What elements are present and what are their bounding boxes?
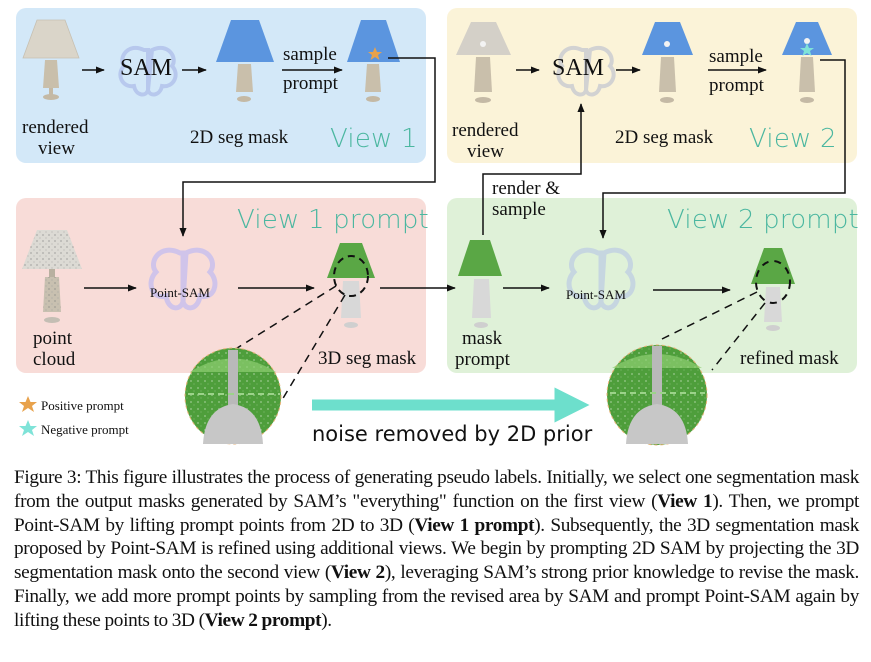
pointsam-label-view2: Point-SAM: [566, 287, 626, 302]
sample-label-view2: sample: [709, 46, 763, 67]
rendered-label-view2: rendered: [452, 120, 519, 141]
figure-caption: Figure 3: This figure illustrates the pr…: [14, 466, 859, 633]
legend-positive-label: Positive prompt: [41, 398, 124, 413]
view1-prompt-title: View 1 prompt: [237, 205, 429, 235]
seg-mask-label-view2: 2D seg mask: [615, 127, 714, 148]
pointsam-label-view1: Point-SAM: [150, 285, 210, 300]
view1-title: View 1: [330, 124, 418, 154]
caption-bold-view2: View 2: [330, 562, 385, 584]
noise-removed-label: noise removed by 2D prior: [312, 422, 593, 446]
view2-prompt-title: View 2 prompt: [667, 205, 859, 235]
seg-mask-label-view1: 2D seg mask: [190, 127, 289, 148]
rendered-label-view1: rendered: [22, 117, 89, 138]
prompt-label-view1: prompt: [283, 73, 338, 94]
caption-text-4: ), leveraging SAM’s strong prior knowled…: [14, 562, 859, 631]
render-sample-label-line2: sample: [492, 199, 546, 220]
caption-bold-view1-prompt: View 1 prompt: [414, 514, 535, 536]
mask-label: mask: [462, 328, 503, 349]
view-label-view2: view: [467, 141, 504, 162]
caption-text-2: ). Then, we prompt Point-SAM by lifting …: [14, 490, 859, 536]
cloud-label: cloud: [33, 349, 76, 370]
3d-seg-mask-label: 3D seg mask: [318, 348, 417, 369]
point-label: point: [33, 328, 73, 349]
caption-text-1: Figure 3: This figure illustrates the pr…: [14, 467, 859, 512]
caption-text-3: ). Subsequently, the 3D segmentation mas…: [14, 514, 859, 584]
view-label-view1: view: [38, 138, 75, 159]
refined-mask-label: refined mask: [740, 348, 839, 369]
sam-label-view2: SAM: [552, 55, 605, 81]
caption-text-5: ).: [321, 609, 332, 631]
sample-label-view1: sample: [283, 44, 337, 65]
view2-title: View 2: [749, 124, 837, 154]
legend-positive: Positive prompt: [41, 398, 124, 414]
caption-bold-view1: View 1: [657, 490, 713, 512]
prompt-label-view2: prompt: [709, 75, 764, 96]
legend-negative-star-icon: [19, 420, 37, 436]
sam-label-view1: SAM: [120, 55, 173, 81]
legend-negative: Negative prompt: [41, 422, 129, 438]
caption-bold-view2-prompt: View 2 prompt: [204, 609, 322, 631]
prompt-label-mask: prompt: [455, 349, 510, 370]
legend-negative-label: Negative prompt: [41, 422, 129, 437]
render-sample-label-line1: render &: [492, 178, 561, 199]
legend-positive-star-icon: [19, 396, 37, 412]
